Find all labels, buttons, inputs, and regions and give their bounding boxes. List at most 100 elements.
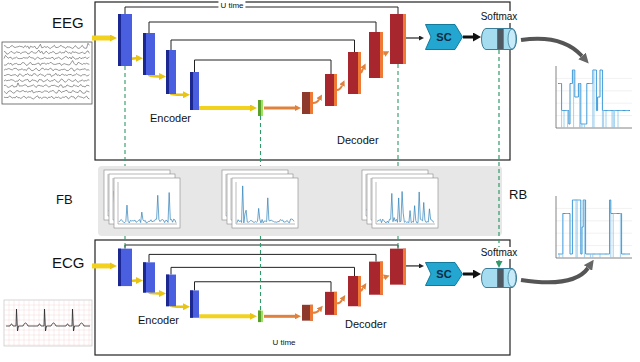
upsample-arrow <box>313 100 319 103</box>
feature-transfer-line <box>124 66 125 166</box>
bottleneck-block <box>258 311 263 323</box>
classifier-link <box>406 37 419 38</box>
ecg-grid <box>79 300 80 346</box>
ecg-grid <box>89 300 90 346</box>
ecg-grid <box>4 340 92 341</box>
bottleneck-block-edge <box>258 311 261 323</box>
decoder-block-edge <box>403 249 406 285</box>
ecg-grid <box>59 300 60 346</box>
classifier-outline <box>426 263 463 286</box>
decoder-block-edge <box>380 32 383 78</box>
decoder-block <box>348 276 361 306</box>
feature-plot-frame <box>114 178 180 228</box>
encoder-block <box>118 14 132 66</box>
eeg-signal-frame <box>2 42 92 104</box>
hypnogram-bar <box>620 214 621 259</box>
hypnogram-bar <box>573 70 574 128</box>
module-label: U time <box>218 1 245 11</box>
encoder-block <box>190 290 199 317</box>
input-arrow <box>92 36 110 41</box>
encoder-block <box>143 262 155 292</box>
feature-plot-line <box>119 193 176 223</box>
band-label: FB <box>56 192 73 207</box>
decoder-block <box>302 305 313 321</box>
hypnogram-bar <box>612 111 613 129</box>
skip-connection <box>171 267 355 276</box>
decoder-block <box>369 262 383 295</box>
decoder-block-edge <box>334 74 337 106</box>
feature-plot-axis <box>376 182 435 224</box>
output-arrow <box>463 273 473 276</box>
feature-plot <box>232 178 298 228</box>
hypnogram-bar <box>562 214 563 259</box>
ecg-grid <box>4 305 92 306</box>
hypnogram-bar <box>567 111 568 129</box>
feature-transfer-line <box>260 236 261 311</box>
ecg-grid <box>34 300 35 346</box>
hypnogram-bar <box>580 124 581 128</box>
feature-transfer-line <box>397 236 398 249</box>
output-arrow <box>521 39 582 56</box>
feature-plot-line <box>237 186 294 223</box>
network-panel <box>95 240 510 355</box>
softmax-cylinder <box>481 28 517 50</box>
decoder-block <box>390 14 406 64</box>
response-transfer-line <box>498 50 499 261</box>
upsample-arrow <box>337 300 342 303</box>
feature-transfer-line <box>260 116 261 166</box>
encoder-block <box>143 33 155 75</box>
downsample-arrow <box>199 314 250 318</box>
ecg-grid <box>4 345 92 346</box>
hypnogram-bar <box>577 200 578 258</box>
hypnogram-plot <box>556 196 632 258</box>
encoder-block <box>166 275 176 307</box>
u-time-network <box>92 7 419 116</box>
hypnogram-bar <box>600 254 601 258</box>
hypnogram-bar <box>606 111 607 129</box>
eeg-trace <box>4 43 89 48</box>
decoder-label: Decoder <box>337 134 379 147</box>
feature-plot-line <box>377 192 434 223</box>
eeg-trace <box>4 55 89 59</box>
bottleneck-block-edge <box>258 100 261 116</box>
ecg-grid <box>4 310 92 311</box>
skip-classifier: SC <box>425 262 463 286</box>
feature-plot <box>114 178 180 228</box>
ecg-grid <box>69 300 70 346</box>
hypnogram-bar <box>576 200 577 258</box>
ecg-grid <box>19 300 20 346</box>
bottleneck-block <box>258 100 263 116</box>
ecg-grid <box>74 300 75 346</box>
feature-transfer-line <box>124 236 125 249</box>
encoder-label: Encoder <box>150 112 191 125</box>
hypnogram-bar <box>564 111 565 129</box>
hypnogram-grid <box>556 208 632 209</box>
cylinder-band <box>497 269 503 287</box>
output-arrow <box>463 36 473 39</box>
hypnogram-bar <box>579 84 580 129</box>
eeg-trace <box>4 90 89 93</box>
eeg-trace <box>4 79 89 82</box>
skip-classifier: SC <box>425 24 463 50</box>
downsample-arrow <box>149 293 159 294</box>
eeg-trace <box>4 50 89 54</box>
input-label: ECG <box>52 254 85 272</box>
hypnogram-bar <box>584 124 585 128</box>
decoder-block-edge <box>358 52 361 94</box>
upsample-arrow <box>313 310 319 312</box>
decoder-block-edge <box>310 305 313 321</box>
skip-connection <box>149 254 376 262</box>
hypnogram-bar <box>613 214 614 259</box>
skip-connection <box>125 7 398 14</box>
decoder-block <box>302 92 313 114</box>
u-time-network <box>92 245 419 322</box>
decoder-block-edge <box>334 292 337 315</box>
cylinder-end <box>508 29 516 49</box>
eeg-trace <box>4 96 89 99</box>
decoder-block-edge <box>380 262 383 295</box>
hypnogram-bar <box>602 111 603 129</box>
ecg-grid <box>9 300 10 346</box>
hypnogram-bar <box>603 111 604 129</box>
